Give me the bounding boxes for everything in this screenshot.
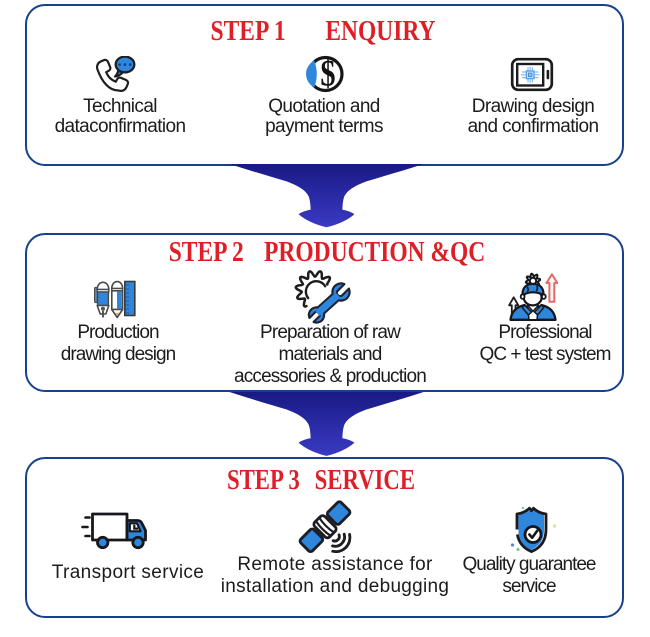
svg-text:$: $ bbox=[320, 54, 335, 94]
